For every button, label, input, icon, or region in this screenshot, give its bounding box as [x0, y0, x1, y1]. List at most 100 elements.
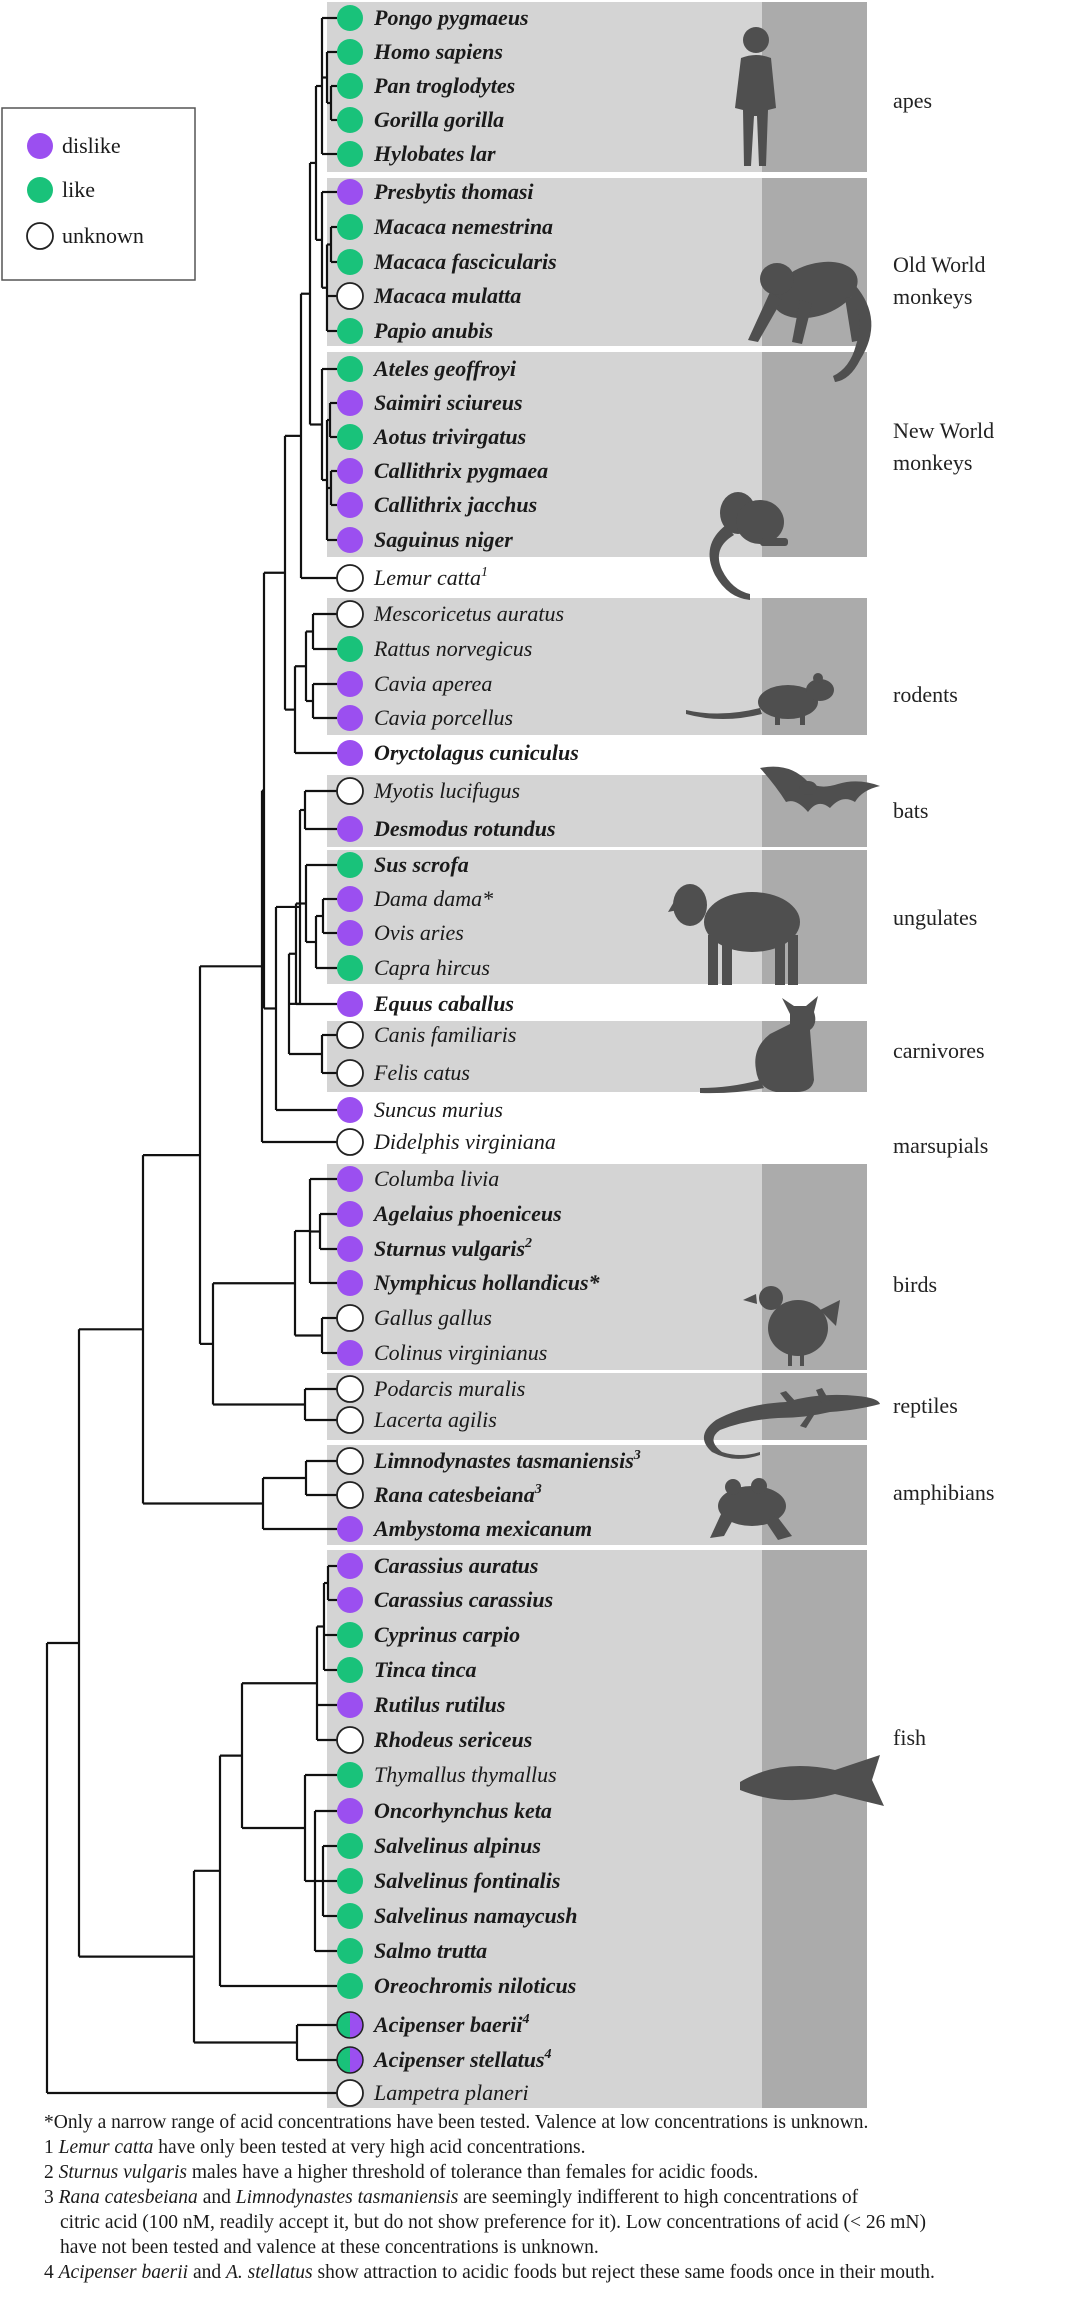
species-name: Salvelinus fontinalis [374, 1868, 560, 1893]
species-name: Callithrix jacchus [374, 492, 537, 517]
valence-marker [336, 2046, 364, 2074]
species-row: Carassius carassius [337, 1587, 553, 1613]
valence-marker-dislike [337, 458, 363, 484]
species-row: Salmo trutta [337, 1938, 487, 1964]
species-row: Pan troglodytes [337, 73, 515, 99]
valence-marker-like-half [337, 2012, 350, 2038]
valence-marker [336, 2011, 364, 2039]
species-name: Oreochromis niloticus [374, 1973, 576, 1998]
species-row: Capra hircus [337, 955, 490, 981]
group-band-shade [762, 1550, 867, 2108]
species-row: Acipenser baerii4 [336, 2011, 530, 2039]
footnotes: *Only a narrow range of acid concentrati… [44, 2110, 1064, 2285]
species-row: Didelphis virginiana [336, 1128, 556, 1156]
species-row: Lemur catta1 [336, 564, 488, 592]
legend-item-unknown: unknown [26, 222, 144, 250]
species-name: Nymphicus hollandicus* [373, 1270, 601, 1295]
note-4: 4 Acipenser baerii and A. stellatus show… [44, 2262, 935, 2283]
group-label: apes [893, 88, 932, 113]
species-row: Rana catesbeiana3 [336, 1481, 542, 1509]
legend-swatch [26, 222, 54, 250]
species-row: Hylobates lar [337, 141, 496, 167]
species-row: Aotus trivirgatus [337, 424, 526, 450]
species-row: Oncorhynchus keta [337, 1798, 552, 1824]
valence-marker-dislike [337, 886, 363, 912]
valence-marker-unknown [336, 1021, 364, 1049]
species-name: Rana catesbeiana3 [373, 1482, 542, 1507]
species-name: Hylobates lar [373, 141, 496, 166]
species-name: Macaca mulatta [373, 283, 521, 308]
valence-marker-unknown [336, 2079, 364, 2107]
legend-label: like [62, 177, 95, 202]
species-row: Sus scrofa [337, 852, 469, 878]
species-name: Rhodeus sericeus [373, 1727, 532, 1752]
species-name: Acipenser stellatus4 [372, 2047, 552, 2072]
valence-marker-like [337, 141, 363, 167]
chicken-silhouette-icon [743, 1286, 840, 1366]
valence-marker-dislike [337, 1587, 363, 1613]
valence-marker-dislike [337, 1553, 363, 1579]
species-name: Limnodynastes tasmaniensis3 [373, 1448, 641, 1473]
valence-marker-dislike [337, 816, 363, 842]
species-row: Saguinus niger [337, 527, 513, 553]
species-row: Podarcis muralis [336, 1375, 525, 1403]
species-row: Equus caballus [337, 991, 514, 1017]
species-row: Ateles geoffroyi [337, 356, 517, 382]
species-name: Mescoricetus auratus [373, 601, 564, 626]
species-row: Canis familiaris [336, 1021, 516, 1049]
species-row: Oreochromis niloticus [337, 1973, 576, 1999]
valence-marker-dislike [337, 1236, 363, 1262]
species-row: Macaca nemestrina [337, 214, 553, 240]
rat-silhouette-icon [686, 673, 834, 725]
valence-marker-like [337, 1868, 363, 1894]
species-row: Rutilus rutilus [337, 1692, 505, 1718]
legend-swatch [27, 133, 53, 159]
species-row: Presbytis thomasi [337, 179, 534, 205]
valence-marker-dislike [337, 920, 363, 946]
valence-marker-dislike-half [350, 2012, 363, 2038]
species-row: Rhodeus sericeus [336, 1726, 532, 1754]
species-name: Ovis aries [374, 920, 464, 945]
group-label: fish [893, 1725, 926, 1750]
species-row: Dama dama* [337, 886, 493, 912]
note-3-line-3: have not been tested and valence at thes… [60, 2237, 599, 2258]
species-name: Homo sapiens [373, 39, 503, 64]
valence-marker-like [337, 1903, 363, 1929]
species-name: Agelaius phoeniceus [372, 1201, 562, 1226]
species-row: Callithrix jacchus [337, 492, 537, 518]
valence-marker-dislike [337, 390, 363, 416]
valence-marker-dislike [337, 1201, 363, 1227]
species-row: Felis catus [336, 1059, 470, 1087]
species-row: Agelaius phoeniceus [337, 1201, 562, 1227]
valence-marker-unknown [336, 1304, 364, 1332]
group-label: bats [893, 798, 928, 823]
species-name: Myotis lucifugus [373, 778, 520, 803]
valence-marker-dislike [337, 1340, 363, 1366]
species-name: Equus caballus [373, 991, 514, 1016]
valence-marker-like [337, 955, 363, 981]
sheep-silhouette-icon [668, 884, 800, 985]
valence-marker-unknown [336, 1128, 364, 1156]
valence-marker-dislike [337, 1692, 363, 1718]
species-name: Pan troglodytes [373, 73, 515, 98]
species-row: Acipenser stellatus4 [336, 2046, 552, 2074]
species-name: Gallus gallus [374, 1305, 492, 1330]
species-name: Saguinus niger [374, 527, 513, 552]
valence-marker-dislike [337, 991, 363, 1017]
species-name: Rutilus rutilus [373, 1692, 505, 1717]
silhouette-icons [668, 27, 884, 1806]
species-name: Suncus murius [374, 1097, 503, 1122]
species-name: Cavia aperea [374, 671, 492, 696]
species-row: Nymphicus hollandicus* [337, 1270, 601, 1296]
species-name: Gorilla gorilla [374, 107, 504, 132]
note-3: 3 Rana catesbeiana and Limnodynastes tas… [44, 2187, 859, 2208]
species-name: Macaca fascicularis [373, 249, 557, 274]
group-label: marsupials [893, 1133, 988, 1158]
monkey-silhouette-icon [748, 261, 872, 382]
valence-marker-like [337, 39, 363, 65]
valence-marker-like [337, 1762, 363, 1788]
species-name: Colinus virginianus [374, 1340, 547, 1365]
species-name: Lampetra planeri [373, 2080, 529, 2105]
